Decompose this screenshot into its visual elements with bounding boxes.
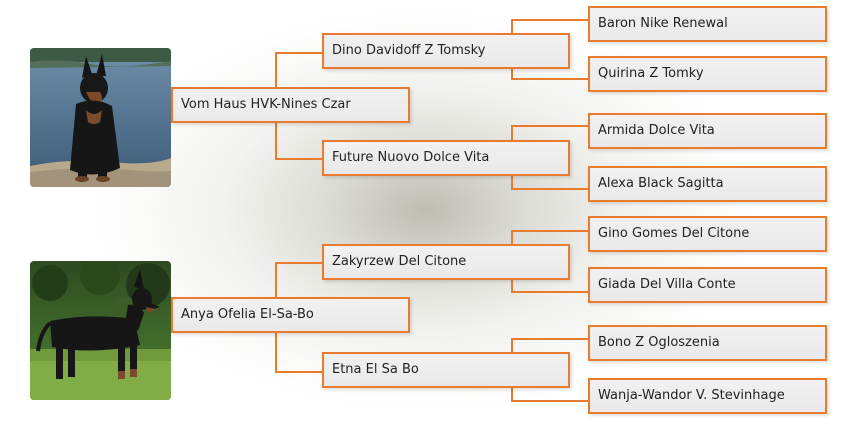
dam-sire-dam-name[interactable]: Giada Del Villa Conte <box>588 267 827 303</box>
dam-sire-name[interactable]: Zakyrzew Del Citone <box>322 244 570 280</box>
dam-sire-sire-name[interactable]: Gino Gomes Del Citone <box>588 216 827 252</box>
sire-name[interactable]: Vom Haus HVK-Nines Czar <box>171 87 410 123</box>
connector-sire-to-sire <box>275 52 322 54</box>
sire-sire-sire-name[interactable]: Baron Nike Renewal <box>588 6 827 42</box>
dam-dog-image <box>30 261 171 400</box>
connector-dino-to-dam <box>511 78 588 80</box>
dam-dam-sire-name[interactable]: Bono Z Ogloszenia <box>588 325 827 361</box>
sire-sire-dam-name[interactable]: Quirina Z Tomky <box>588 56 827 92</box>
connector-sire-to-dam <box>275 158 322 160</box>
connector-zakyrzew-to-dam <box>511 291 588 293</box>
sire-dam-name[interactable]: Future Nuovo Dolce Vita <box>322 140 570 176</box>
dam-photo <box>30 261 171 400</box>
sire-sire-name[interactable]: Dino Davidoff Z Tomsky <box>322 33 570 69</box>
connector-future-to-sire <box>511 125 588 127</box>
connector-etna-to-sire <box>511 338 588 340</box>
dam-dam-dam-name[interactable]: Wanja-Wandor V. Stevinhage <box>588 378 827 414</box>
connector-zakyrzew-to-sire <box>511 230 588 232</box>
sire-dam-sire-name[interactable]: Armida Dolce Vita <box>588 113 827 149</box>
dam-dam-name[interactable]: Etna El Sa Bo <box>322 352 570 388</box>
dam-name[interactable]: Anya Ofelia El-Sa-Bo <box>171 297 410 333</box>
sire-dam-dam-name[interactable]: Alexa Black Sagitta <box>588 166 827 202</box>
connector-dam-to-dam <box>275 371 322 373</box>
connector-dino-to-sire <box>511 19 588 21</box>
sire-photo <box>30 48 171 187</box>
connector-future-to-dam <box>511 188 588 190</box>
connector-dam-to-sire <box>275 262 322 264</box>
sire-dog-image <box>30 48 171 187</box>
connector-etna-to-dam <box>511 400 588 402</box>
